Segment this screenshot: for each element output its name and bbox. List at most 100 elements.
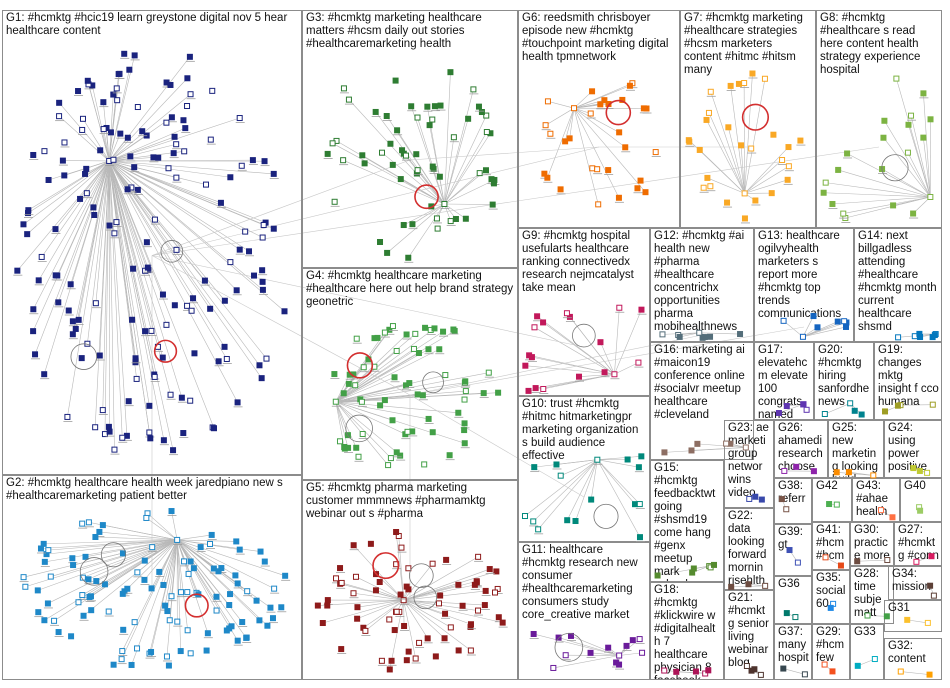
edge: [94, 160, 110, 428]
graph-node: [352, 573, 359, 580]
edge: [108, 117, 173, 162]
graph-node: [692, 668, 699, 675]
edge: [744, 146, 789, 194]
edge: [893, 196, 931, 206]
edge: [102, 160, 110, 411]
edge: [108, 160, 136, 359]
graph-node: [110, 661, 117, 668]
graph-node: [155, 154, 162, 161]
graph-node: [263, 355, 270, 362]
graph-node: [111, 230, 118, 237]
graph-node: [393, 347, 400, 354]
edge: [108, 160, 123, 438]
graph-node: [470, 86, 477, 93]
graph-node: [635, 359, 642, 366]
edge: [907, 152, 931, 198]
edge: [403, 599, 472, 625]
graph-node: [345, 380, 352, 387]
graph-node: [56, 113, 63, 120]
edge: [146, 517, 178, 541]
graph-node: [383, 113, 390, 120]
edge: [573, 107, 626, 148]
group-label: G42: [816, 480, 838, 492]
graph-node: [793, 463, 800, 470]
edge: [108, 160, 128, 436]
edge: [783, 668, 805, 675]
inter-group-edge: [151, 146, 880, 256]
edge: [566, 459, 598, 521]
graph-node: [781, 467, 788, 474]
group-label: G8: #hcmktg #healthcare s read here cont…: [820, 12, 921, 76]
edge: [740, 145, 745, 194]
group-g18: G18: #hcmktg #klickwire w #digitalhealth…: [650, 582, 724, 680]
graph-node: [634, 185, 641, 192]
graph-node: [259, 267, 266, 274]
graph-node: [377, 402, 384, 409]
graph-node: [588, 496, 595, 503]
edge: [335, 394, 418, 403]
edge: [53, 539, 178, 622]
graph-node: [884, 557, 891, 564]
graph-node: [14, 267, 21, 274]
graph-node: [738, 142, 745, 149]
graph-node: [227, 174, 234, 181]
edge: [699, 332, 741, 335]
edge: [58, 115, 110, 162]
graph-node: [377, 238, 384, 245]
inter-group-edge: [151, 159, 411, 256]
edge: [573, 85, 631, 109]
graph-node: [405, 565, 412, 572]
edge: [597, 459, 641, 538]
edge: [109, 160, 222, 204]
graph-node: [415, 350, 422, 357]
graph-node: [134, 186, 141, 193]
graph-node: [400, 597, 407, 604]
edge: [619, 652, 643, 656]
graph-node: [267, 604, 274, 611]
graph-node: [462, 388, 469, 395]
graph-node: [372, 587, 379, 594]
graph-node: [530, 518, 537, 525]
edge: [91, 85, 110, 162]
graph-node: [572, 518, 579, 525]
graph-node: [168, 114, 175, 121]
graph-node: [147, 435, 154, 442]
graph-node: [467, 621, 474, 628]
edge: [573, 107, 620, 133]
graph-node: [187, 650, 194, 657]
group-g6: G6: reedsmith chrisboyer episode new #hc…: [518, 10, 680, 228]
graph-node: [624, 456, 631, 463]
edge: [403, 568, 490, 601]
edge: [403, 571, 497, 601]
group-label: G22: data looking forward mornin risehlt…: [728, 510, 767, 587]
graph-node: [146, 429, 153, 436]
graph-node: [414, 167, 421, 174]
edge: [335, 334, 407, 402]
graph-node: [694, 440, 701, 447]
graph-node: [324, 597, 331, 604]
graph-node: [834, 318, 841, 325]
edge: [802, 322, 847, 338]
edge: [72, 160, 110, 335]
edge: [82, 539, 178, 578]
graph-node: [745, 581, 752, 588]
graph-node: [632, 501, 639, 508]
graph-node: [920, 134, 927, 141]
group-label: G37: many hospit: [778, 626, 809, 664]
graph-node: [768, 190, 775, 197]
graph-node: [821, 661, 828, 668]
graph-node: [723, 440, 730, 447]
graph-node: [119, 648, 126, 655]
graph-node: [544, 174, 551, 181]
graph-node: [59, 157, 66, 164]
graph-node: [401, 622, 408, 629]
graph-node: [455, 647, 462, 654]
edge: [900, 671, 930, 675]
graph-node: [637, 177, 644, 184]
group-g23: G23: ae marketi group networ wins video: [724, 420, 774, 508]
graph-node: [689, 569, 696, 576]
graph-node: [99, 522, 106, 529]
graph-node: [197, 544, 204, 551]
graph-node: [397, 591, 404, 598]
graph-node: [99, 407, 106, 414]
